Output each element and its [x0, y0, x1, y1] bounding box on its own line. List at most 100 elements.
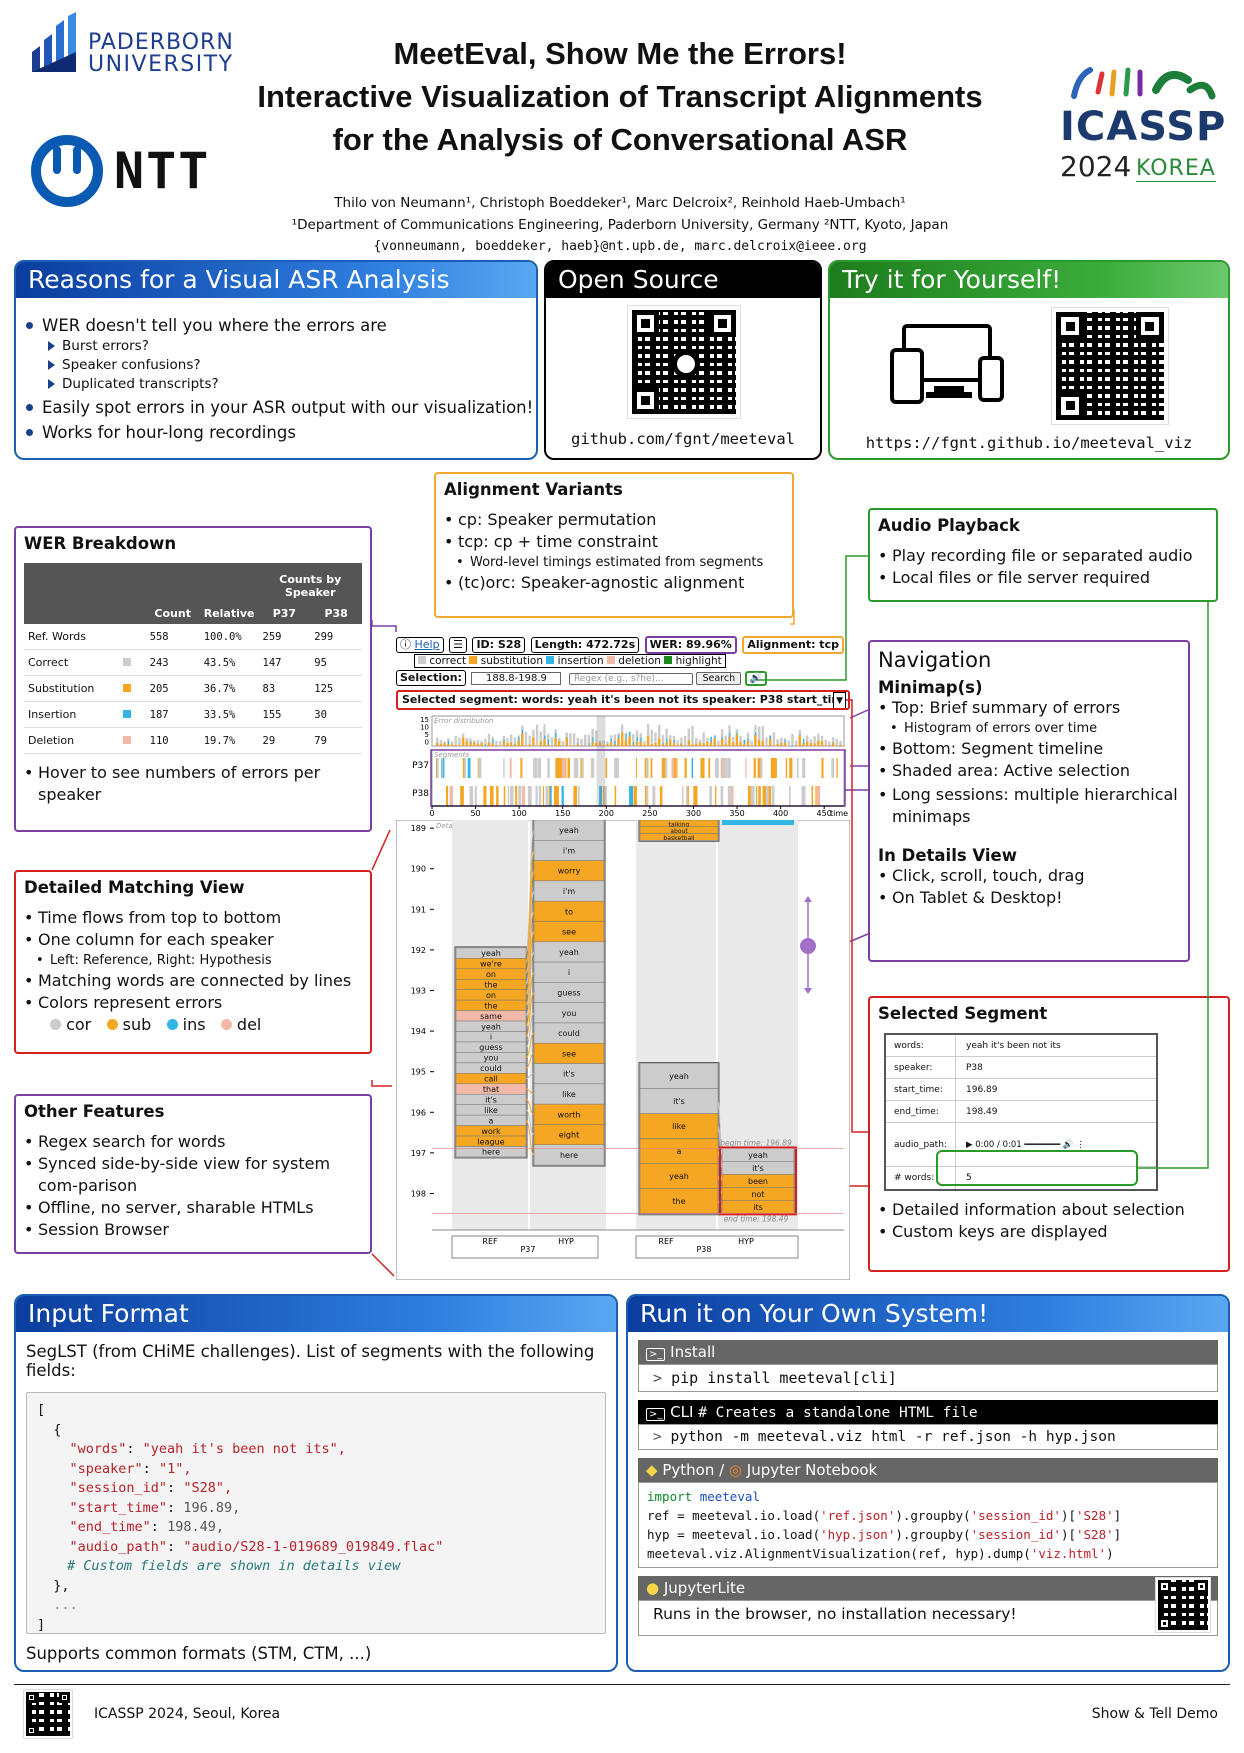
hist-bar-substitution	[624, 739, 628, 746]
cli-title: CLI	[670, 1403, 694, 1421]
segment-dropdown-icon[interactable]: ▼	[833, 692, 846, 708]
p38-ref-word-text: yeah	[669, 1172, 689, 1181]
wer-th-count: Count	[145, 603, 200, 624]
selection-input[interactable]: 188.8-198.9	[471, 672, 562, 685]
audio-playback-list: Play recording file or separated audio L…	[878, 545, 1208, 589]
hist-bar-correct	[595, 730, 598, 746]
authors: Thilo von Neumann¹, Christoph Boeddeker¹…	[334, 195, 906, 211]
p37-hyp-word-text: worth	[558, 1110, 581, 1119]
segment-mark	[577, 786, 580, 806]
details-list: Click, scroll, touch, drag On Tablet & D…	[878, 865, 1180, 909]
segment-mark	[789, 786, 791, 806]
time-tick-label: 350	[729, 809, 744, 818]
segment-mark	[801, 786, 806, 806]
segment-mark	[693, 786, 698, 806]
detail-time-label: 190	[411, 865, 426, 874]
segment-row: speaker:P38	[886, 1057, 1156, 1079]
p37-ref-word-text: could	[480, 1064, 502, 1073]
segment-mark	[467, 758, 471, 778]
audio-player[interactable]: ▶ 0:00 / 0:01 ━━━━━━━ 🔊 ⋮	[966, 1139, 1085, 1150]
help-button[interactable]: ⓘ Help	[396, 637, 444, 653]
segment-mark	[714, 786, 717, 806]
segment-mark	[646, 786, 649, 806]
wer-cell-rel: 43.5%	[199, 649, 259, 676]
hist-bar-substitution	[720, 738, 724, 746]
segment-key: end_time:	[886, 1101, 956, 1122]
code-ellipsis: ...	[37, 1597, 78, 1613]
jupyterlite-header: ● JupyterLite	[638, 1576, 1218, 1600]
p38-hyp-word-text: it's	[752, 1164, 764, 1173]
time-tick-label: 450	[817, 809, 832, 818]
hist-bar-correct	[820, 735, 824, 746]
navigation-title: Navigation	[878, 648, 992, 672]
segment-mark	[758, 786, 761, 806]
hist-bar-substitution	[506, 743, 509, 746]
hist-bar-substitution	[769, 738, 772, 746]
wer-cell-s1: 259	[258, 624, 311, 650]
try-it-url[interactable]: https://fgnt.github.io/meeteval_viz	[865, 434, 1193, 452]
hist-bar-substitution	[513, 744, 517, 746]
footer-qr-code	[23, 1689, 73, 1739]
segment-mark	[462, 758, 465, 778]
hist-bar-substitution	[621, 732, 624, 746]
wer-cell-label: Correct	[24, 649, 119, 676]
segment-mark	[815, 786, 817, 806]
segment-value[interactable]: ▶ 0:00 / 0:01 ━━━━━━━ 🔊 ⋮	[956, 1140, 1085, 1150]
hist-bar-substitution	[447, 744, 450, 746]
p38-hyp-word-text: been	[748, 1177, 768, 1186]
hist-bar-substitution	[698, 742, 702, 746]
hist-bar-correct	[535, 724, 539, 746]
viz-selection-row: Selection: 188.8-198.9 Regex (e.g., s?he…	[396, 670, 850, 688]
cli-cmd-text: python -m meeteval.viz html -r ref.json …	[670, 1429, 1116, 1445]
other-feature-item: Synced side-by-side view for system com-…	[24, 1153, 362, 1197]
scroll-handle[interactable]	[800, 938, 816, 954]
legend-cor: cor	[66, 1015, 92, 1034]
python-icon: ◆	[646, 1461, 658, 1479]
details-title: In Details View	[878, 846, 1017, 865]
hist-bar-insertion	[544, 735, 546, 740]
segment-mark	[796, 758, 799, 778]
detail-time-label: 189	[411, 824, 426, 833]
audio-toggle-button[interactable]: 🔊	[744, 671, 768, 686]
viz-panel: ⓘ Help ☰ ID: S28 Length: 472.72s WER: 89…	[396, 636, 850, 1280]
segment-mark	[478, 758, 482, 778]
install-command[interactable]: > pip install meeteval[cli]	[638, 1364, 1218, 1392]
settings-icon[interactable]: ☰	[449, 637, 467, 653]
segment-value: 196.89	[966, 1084, 998, 1095]
hist-bar-substitution	[672, 743, 676, 746]
p38-hyp-word-text: its	[753, 1203, 763, 1212]
regex-input[interactable]: Regex (e.g., s?he)...	[568, 673, 693, 685]
hist-bar-substitution	[454, 744, 457, 746]
detail-time-label: 197	[411, 1149, 426, 1158]
details-item: On Tablet & Desktop!	[878, 887, 1180, 909]
segment-mark	[836, 758, 838, 778]
p37-hyp-word-text: see	[562, 928, 576, 937]
time-tick-label: 100	[512, 809, 527, 818]
selected-segment-list: Detailed information about selection Cus…	[878, 1199, 1220, 1243]
end-time-label: end time: 198.49	[724, 1214, 789, 1223]
hist-bar-substitution	[780, 742, 783, 746]
hist-bar-substitution	[565, 738, 568, 746]
cli-command[interactable]: > python -m meeteval.viz html -r ref.jso…	[638, 1424, 1218, 1450]
segment-mark	[727, 758, 731, 778]
audio-playback-item: Play recording file or separated audio	[878, 545, 1208, 567]
hist-bar-insertion	[662, 743, 664, 745]
github-url[interactable]: github.com/fgnt/meeteval	[571, 430, 795, 448]
hist-bar-correct	[498, 741, 502, 746]
match-line	[525, 870, 535, 975]
selected-segment-bar: Selected segment: words: yeah it's been …	[396, 690, 850, 710]
hist-bar-correct	[436, 737, 439, 746]
search-button[interactable]: Search	[696, 672, 742, 685]
python-line: hyp = meeteval.io.load('hyp.json').group…	[647, 1527, 1122, 1542]
match-line	[525, 1109, 535, 1136]
wer-cell-s2: 125	[310, 675, 362, 702]
icassp-text: ICASSP	[1060, 104, 1227, 150]
selected-segment-box: Selected Segment words:yeah it's been no…	[868, 996, 1230, 1272]
session-id-badge: ID: S28	[472, 637, 526, 653]
segment-mark	[460, 786, 464, 806]
